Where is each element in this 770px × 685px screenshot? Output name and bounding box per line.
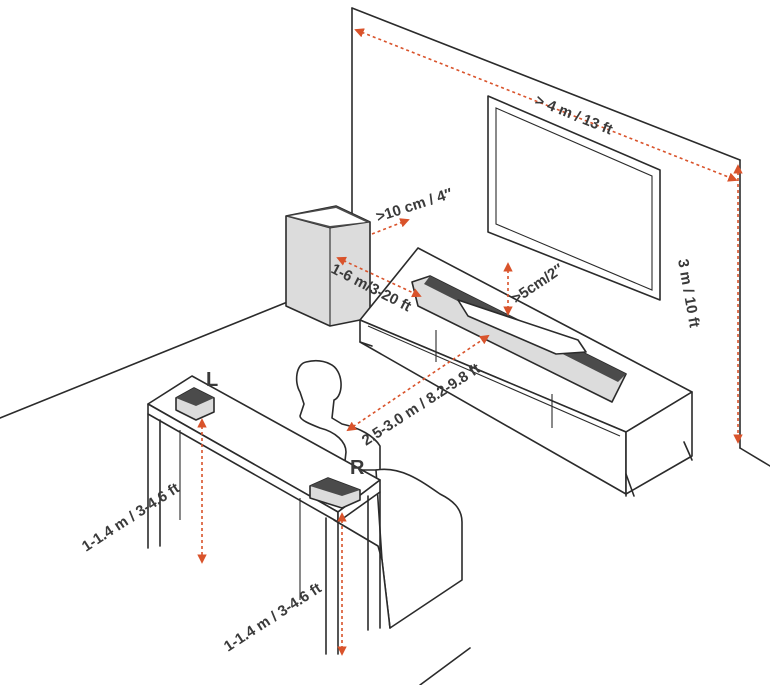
- left-height-label: 1-1.4 m / 3-4.6 ft: [79, 480, 183, 556]
- sub-clearance-label: >10 cm / 4″: [374, 185, 455, 226]
- subwoofer: [285, 205, 371, 327]
- right-speaker-marker: R: [350, 457, 365, 479]
- tv-gap-label: >5cm/2″: [509, 261, 567, 308]
- left-speaker-marker: L: [206, 369, 218, 391]
- dimension-lines: [197, 28, 743, 656]
- room-height-label: 3 m / 10 ft: [674, 258, 703, 329]
- speaker-table: [147, 375, 381, 655]
- right-height-label: 1-1.4 m / 3-4.6 ft: [221, 580, 325, 656]
- soundbar: [411, 275, 627, 403]
- tv: [487, 95, 661, 301]
